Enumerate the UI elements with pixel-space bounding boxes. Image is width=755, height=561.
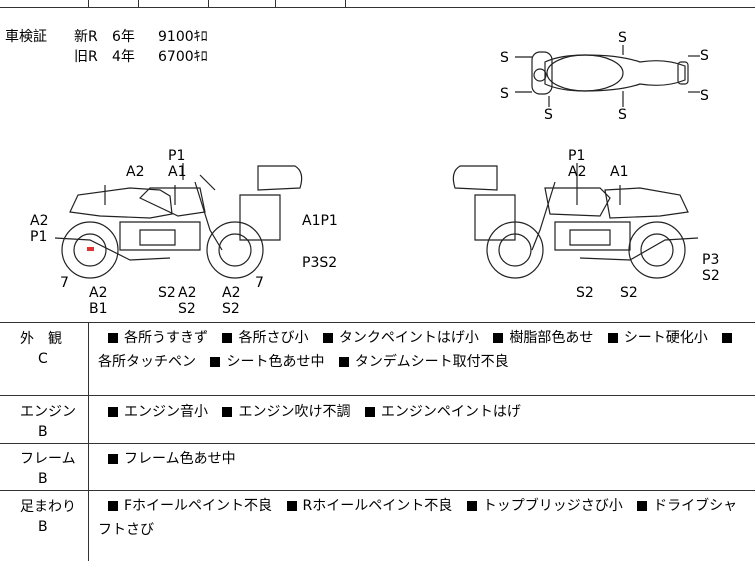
note-item: エンジンペイントはげ [380, 404, 521, 420]
bullet-icon [108, 333, 118, 343]
inspection-kind: 新R [74, 29, 98, 45]
left-diagram-label: A2 [178, 285, 197, 301]
note-item: 樹脂部色あせ [509, 330, 594, 346]
bullet-icon [222, 407, 233, 417]
left-diagram-label: B1 [89, 301, 108, 317]
top-diagram-label: S [618, 30, 627, 46]
left-diagram-label: 7 [60, 275, 69, 291]
top-diagram-label: S [700, 88, 709, 104]
note-item: シート色あせ中 [226, 354, 325, 370]
left-diagram-label: P1 [168, 148, 186, 164]
right-diagram-label: A1 [610, 164, 629, 180]
inspection-years: 4年 [112, 49, 135, 65]
section-grade-frame: B [38, 471, 48, 487]
left-diagram-label: A2 [126, 164, 145, 180]
header-divider [138, 0, 139, 7]
section-notes-suspension: Fホイールペイント不良 Rホイールペイント不良 トップブリッジさび小 ドライブシ… [98, 494, 748, 542]
section-title-frame: フレーム [20, 451, 76, 467]
left-diagram-label: P1 [30, 229, 48, 245]
inspection-label: 車検証 [5, 29, 47, 45]
section-grade-engine: B [38, 424, 48, 440]
bullet-icon [607, 333, 618, 343]
bullet-icon [722, 333, 733, 343]
inspection-price: 6700ｷﾛ [158, 49, 208, 65]
left-diagram-label: P3S2 [302, 255, 338, 271]
bullet-icon [338, 357, 349, 367]
section-grade-exterior: C [38, 351, 48, 367]
note-item: 各所さび小 [238, 330, 309, 346]
right-diagram-label: S2 [620, 285, 638, 301]
note-item: ドライブシャフトさび [98, 498, 738, 538]
left-diagram-label: S2 [158, 285, 176, 301]
header-divider [88, 0, 89, 7]
section-border [0, 490, 755, 491]
left-diagram-label: A1 [168, 164, 187, 180]
note-item: エンジン音小 [124, 404, 208, 420]
bullet-icon [364, 407, 375, 417]
note-item: タンクペイントはげ小 [338, 330, 479, 346]
note-item: Rホイールペイント不良 [302, 498, 453, 514]
top-diagram-label: S [700, 48, 709, 64]
left-diagram-label: A2 [222, 285, 241, 301]
left-diagram-label: S2 [222, 301, 240, 317]
bullet-icon [222, 333, 233, 343]
right-diagram-label: S2 [702, 268, 720, 284]
left-diagram-label: S2 [178, 301, 196, 317]
note-item: タンデムシート取付不良 [354, 354, 509, 370]
header-border [0, 7, 755, 8]
inspection-kind: 旧R [74, 49, 98, 65]
header-divider [275, 0, 276, 7]
top-diagram-label: S [544, 107, 553, 123]
bullet-icon [322, 333, 333, 343]
bullet-icon [210, 357, 221, 367]
section-title-engine: エンジン [20, 404, 76, 420]
top-view-diagram [515, 45, 700, 107]
section-border [0, 395, 755, 396]
section-column-divider [88, 322, 89, 561]
bullet-icon [286, 501, 297, 511]
note-item: 各所うすきず [124, 330, 208, 346]
header-divider [345, 0, 346, 7]
section-title-suspension: 足まわり [20, 499, 76, 515]
inspection-years: 6年 [112, 29, 135, 45]
bullet-icon [637, 501, 648, 511]
note-item: フレーム色あせ中 [124, 451, 236, 467]
right-side-diagram [452, 163, 699, 279]
bullet-icon [493, 333, 504, 343]
right-diagram-label: A2 [568, 164, 587, 180]
right-diagram-label: P1 [568, 148, 586, 164]
note-item: Fホイールペイント不良 [124, 498, 273, 514]
left-diagram-label: A2 [30, 213, 49, 229]
left-side-diagram [54, 163, 303, 279]
inspection-price: 9100ｷﾛ [158, 29, 208, 45]
note-item: エンジン吹け不調 [238, 404, 351, 420]
note-item: トップブリッジさび小 [482, 498, 623, 514]
bullet-icon [466, 501, 477, 511]
section-notes-exterior: 各所うすきず 各所さび小 タンクペイントはげ小 樹脂部色あせ シート硬化小 各所… [98, 326, 748, 374]
left-diagram-label: A1P1 [302, 213, 338, 229]
right-diagram-label: S2 [576, 285, 594, 301]
top-diagram-label: S [500, 86, 509, 102]
bullet-icon [108, 407, 118, 417]
section-border [0, 322, 755, 323]
bullet-icon [108, 501, 118, 511]
note-item: シート硬化小 [623, 330, 708, 346]
right-diagram-label: P3 [702, 252, 720, 268]
left-diagram-label: A2 [89, 285, 108, 301]
header-divider [208, 0, 209, 7]
left-diagram-label: 7 [255, 275, 264, 291]
section-title-exterior: 外 観 [20, 331, 62, 347]
note-item: 各所タッチペン [98, 354, 196, 370]
section-grade-suspension: B [38, 519, 48, 535]
top-diagram-label: S [618, 107, 627, 123]
section-border [0, 443, 755, 444]
bullet-icon [108, 454, 118, 464]
top-diagram-label: S [500, 50, 509, 66]
section-notes-engine: エンジン音小 エンジン吹け不調 エンジンペイントはげ [98, 400, 748, 424]
section-notes-frame: フレーム色あせ中 [98, 447, 748, 471]
